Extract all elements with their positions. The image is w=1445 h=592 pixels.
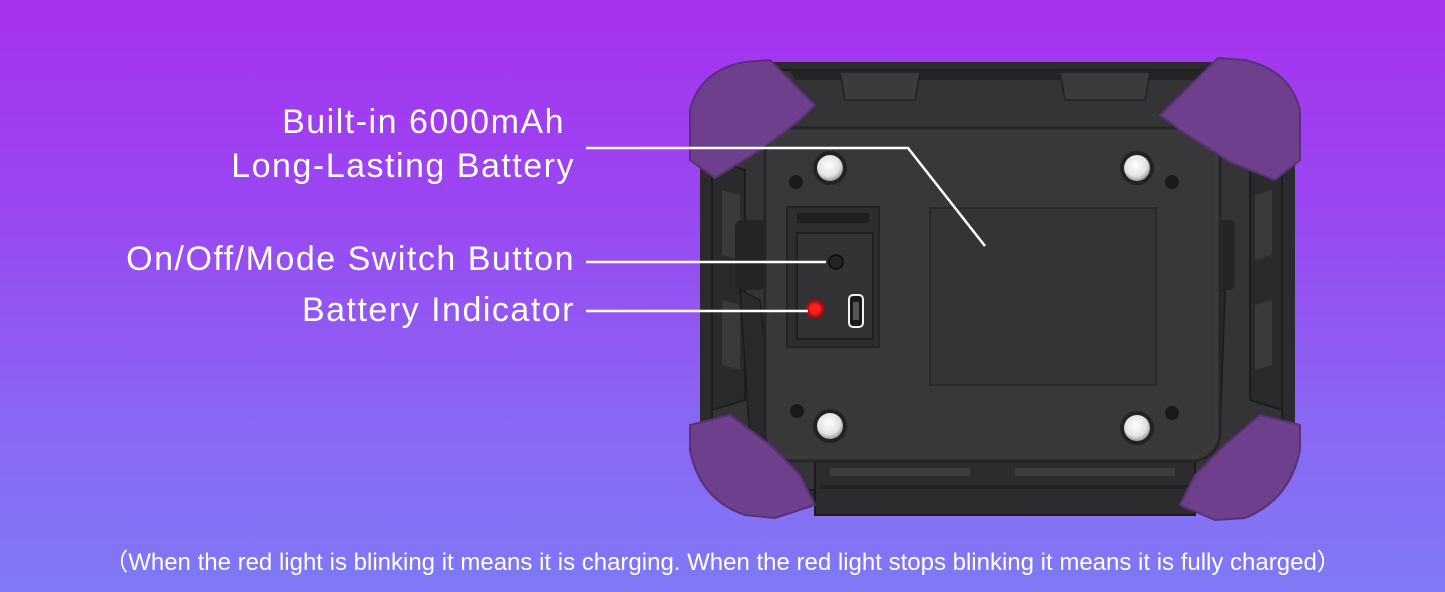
usb-port[interactable] (848, 294, 864, 328)
rubber-corners (689, 56, 1301, 522)
control-panel (786, 206, 880, 348)
callout-lines (586, 146, 986, 313)
battery-label-line2: Long-Lasting Battery (231, 147, 575, 185)
charging-caption: （When the red light is blinking it means… (104, 549, 1341, 576)
battery-compartment (929, 207, 1157, 386)
callout-line-battery (586, 146, 986, 247)
magnets (813, 151, 1154, 445)
switch-button-label: On/Off/Mode Switch Button (126, 240, 575, 278)
battery-indicator-led (803, 297, 827, 321)
mode-switch-button[interactable] (828, 254, 844, 270)
battery-indicator-label: Battery Indicator (301, 291, 575, 329)
battery-label-line1: Built-in 6000mAh (282, 103, 565, 141)
screw-holes (789, 175, 1179, 420)
